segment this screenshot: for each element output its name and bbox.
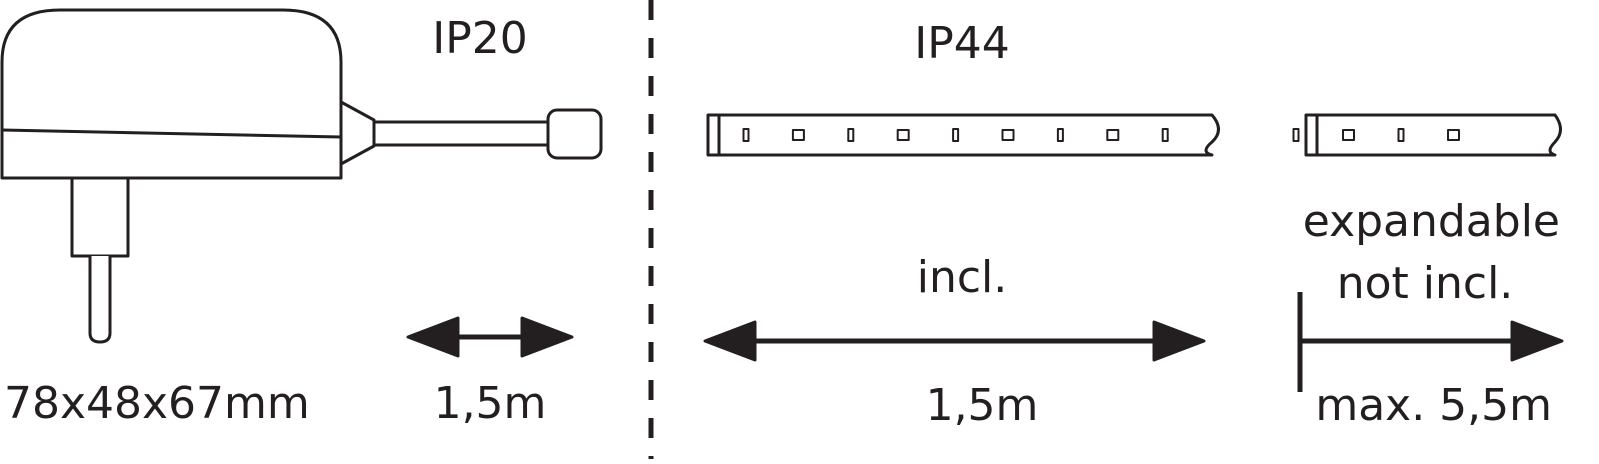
- led-chip: [1106, 129, 1120, 141]
- led-strip-included-icon: [706, 113, 1220, 157]
- arrowhead-right: [1152, 320, 1206, 362]
- strip-length-arrow: [703, 320, 1206, 362]
- strip-length-label: 1,5m: [925, 380, 1039, 431]
- ip-rating-adapter: IP20: [432, 13, 528, 64]
- led-strip-expansion-icon: [1292, 113, 1562, 157]
- adapter-cable-connector: [546, 108, 603, 160]
- expansion-length-arrow: [1297, 292, 1564, 392]
- strip-outline: [706, 113, 1220, 157]
- led-chip: [742, 128, 750, 142]
- cable-length-arrow: [406, 316, 574, 358]
- arrowhead-right: [520, 316, 574, 358]
- led-chip: [896, 129, 910, 141]
- adapter-dimensions: 78x48x67mm: [4, 378, 310, 429]
- led-chip: [1447, 129, 1460, 141]
- adapter-cable-boot: [339, 100, 376, 166]
- adapter-plug-base: [70, 176, 130, 258]
- led-chip: [1397, 128, 1405, 142]
- adapter-body: [0, 8, 343, 180]
- led-chip: [952, 128, 960, 142]
- strip-included-label: incl.: [916, 252, 1008, 303]
- led-chip: [847, 128, 855, 142]
- strip-outline: [1304, 113, 1562, 157]
- led-chip: [1001, 129, 1015, 141]
- adapter-prong: [88, 254, 112, 344]
- ip-rating-strip: IP44: [914, 18, 1010, 69]
- arrowhead-left: [406, 316, 460, 358]
- led-chip: [1292, 128, 1300, 142]
- led-chip: [1161, 128, 1169, 142]
- cable-length-label: 1,5m: [433, 378, 547, 429]
- led-chip: [1342, 129, 1355, 141]
- expandable-label: expandable: [1302, 196, 1560, 247]
- adapter-seam: [0, 128, 343, 139]
- not-included-label: not incl.: [1336, 258, 1514, 309]
- power-adapter-icon: [0, 8, 603, 344]
- led-chip: [1056, 128, 1064, 142]
- arrowhead-right: [1510, 320, 1564, 362]
- led-chip: [791, 129, 805, 141]
- max-length-label: max. 5,5m: [1315, 380, 1552, 431]
- arrowhead-left: [703, 320, 757, 362]
